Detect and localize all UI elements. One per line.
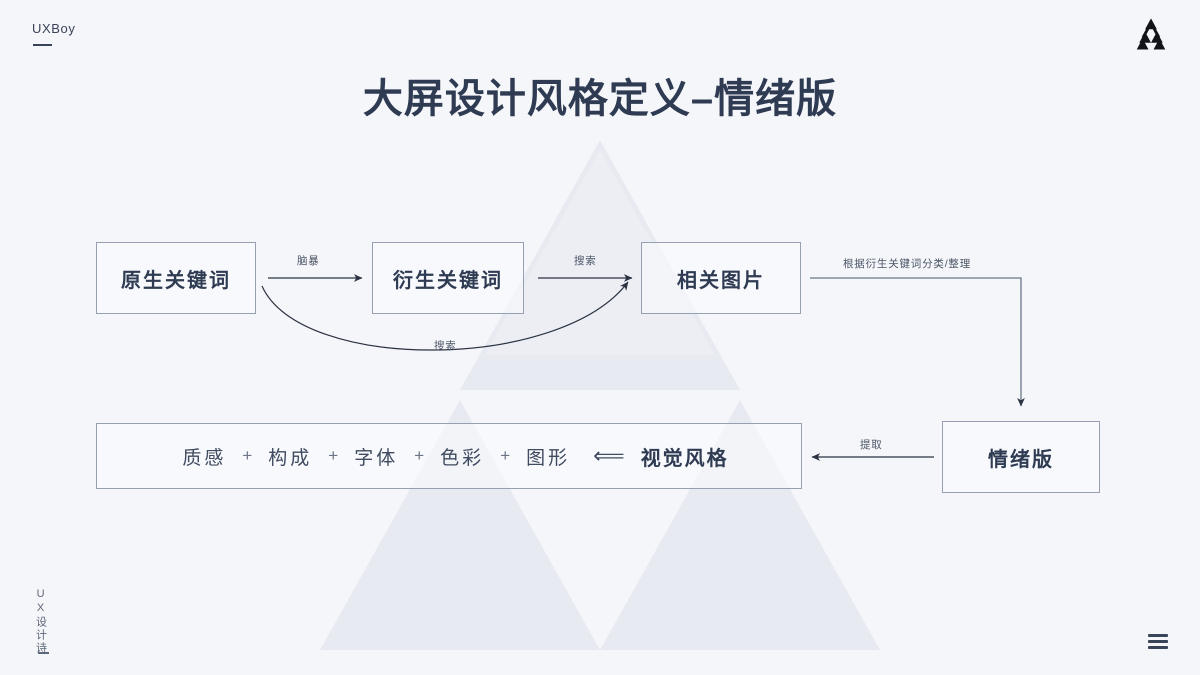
edge-label-extract: 提取 bbox=[860, 439, 883, 451]
node-derived-keywords-label: 衍生关键词 bbox=[393, 269, 503, 292]
edge-label-classify: 根据衍生关键词分类/整理 bbox=[843, 258, 972, 270]
edge-label-search-arc: 搜索 bbox=[434, 340, 457, 352]
menu-bar-1 bbox=[1148, 634, 1168, 637]
vertical-tag-underline bbox=[38, 652, 49, 654]
style-plus-3: + bbox=[414, 446, 425, 465]
node-native-keywords-label: 原生关键词 bbox=[121, 269, 231, 292]
style-term-color: 色彩 bbox=[440, 447, 485, 469]
node-visual-style-formula[interactable]: 质感 + 构成 + 字体 + 色彩 + 图形 ⟸ 视觉风格 bbox=[96, 423, 802, 489]
hamburger-menu-icon[interactable] bbox=[1148, 634, 1168, 649]
style-plus-1: + bbox=[242, 446, 253, 465]
node-related-images[interactable]: 相关图片 bbox=[641, 242, 801, 314]
node-mood-board-label: 情绪版 bbox=[988, 448, 1054, 471]
vertical-brand-tag: UX设计诗 bbox=[34, 588, 47, 655]
edge-label-brainstorm: 脑暴 bbox=[297, 255, 320, 267]
style-term-composition: 构成 bbox=[268, 447, 313, 469]
leftwards-double-arrow-icon: ⟸ bbox=[593, 443, 625, 468]
node-native-keywords[interactable]: 原生关键词 bbox=[96, 242, 256, 314]
style-plus-4: + bbox=[500, 446, 511, 465]
style-term-texture: 质感 bbox=[182, 447, 227, 469]
brand-name: UXBoy bbox=[32, 21, 76, 36]
style-result-label: 视觉风格 bbox=[640, 447, 729, 470]
node-mood-board[interactable]: 情绪版 bbox=[942, 421, 1100, 493]
menu-bar-3 bbox=[1148, 646, 1168, 649]
edge-classify-line bbox=[810, 277, 1025, 407]
style-plus-2: + bbox=[328, 446, 339, 465]
node-related-images-label: 相关图片 bbox=[677, 269, 765, 292]
style-term-typography: 字体 bbox=[354, 447, 399, 469]
triangle-logo-icon bbox=[1136, 18, 1166, 50]
node-derived-keywords[interactable]: 衍生关键词 bbox=[372, 242, 524, 314]
edge-label-search-top: 搜索 bbox=[574, 255, 597, 267]
page-title: 大屏设计风格定义–情绪版 bbox=[362, 77, 838, 121]
brand-underline bbox=[33, 44, 52, 46]
menu-bar-2 bbox=[1148, 640, 1168, 643]
style-term-graphics: 图形 bbox=[526, 447, 571, 469]
